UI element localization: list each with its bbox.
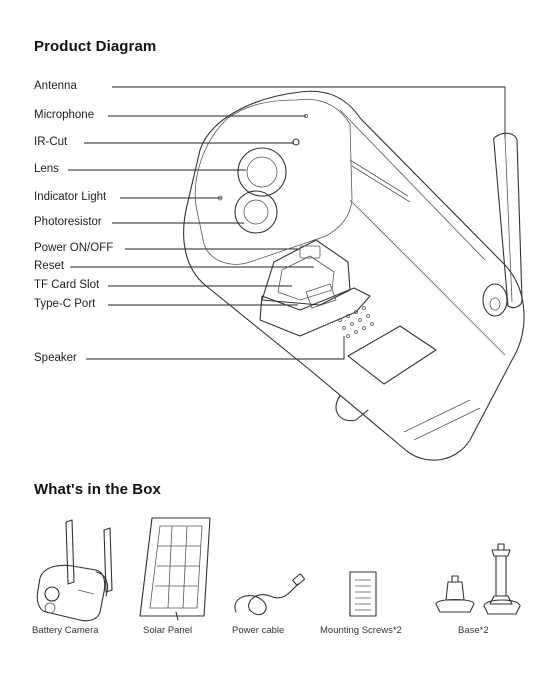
caption-mounting-screws: Mounting Screws*2 bbox=[320, 625, 402, 637]
caption-battery-camera: Battery Camera bbox=[32, 625, 99, 637]
caption-base: Base*2 bbox=[458, 625, 489, 637]
leader-speaker bbox=[86, 336, 344, 359]
caption-power-cable: Power cable bbox=[232, 625, 284, 637]
power-cable-icon bbox=[235, 574, 305, 615]
camera-body-drawing bbox=[184, 91, 524, 460]
antenna-drawing bbox=[483, 133, 522, 316]
camera-diagram bbox=[0, 0, 560, 470]
base-icon bbox=[436, 544, 520, 614]
solar-panel-icon bbox=[140, 518, 210, 620]
battery-camera-icon bbox=[37, 520, 112, 621]
speaker-grille bbox=[339, 307, 374, 338]
mounting-screws-icon bbox=[350, 572, 376, 616]
caption-solar-panel: Solar Panel bbox=[143, 625, 192, 637]
leader-lines bbox=[68, 87, 505, 359]
leader-antenna bbox=[112, 87, 505, 138]
whats-in-box-heading: What's in the Box bbox=[34, 481, 161, 498]
